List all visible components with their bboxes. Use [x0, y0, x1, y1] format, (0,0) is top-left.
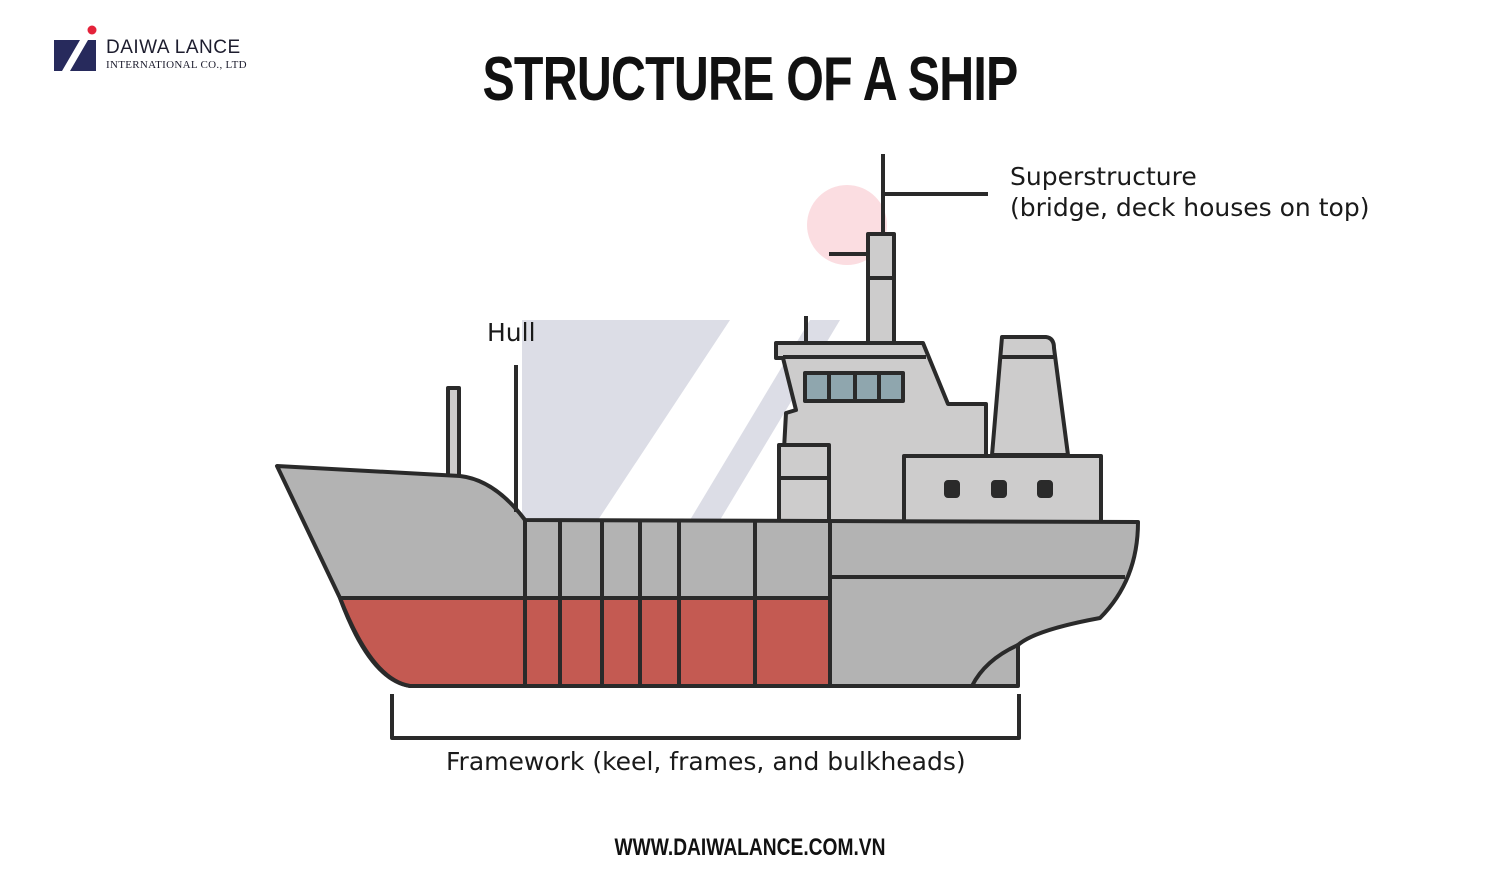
logo-subtitle: INTERNATIONAL CO., LTD: [106, 59, 247, 71]
lower-hull: [338, 596, 832, 688]
bow-mast: [446, 386, 461, 478]
daiwa-lance-logo-icon: [54, 25, 97, 71]
porthole: [991, 480, 1007, 498]
hull: [275, 464, 1140, 688]
bulkheads: [523, 520, 757, 686]
page-title: STRUCTURE OF A SHIP: [482, 45, 1018, 114]
framework-label: Framework (keel, frames, and bulkheads): [446, 747, 966, 776]
website-url: WWW.DAIWALANCE.COM.VN: [614, 834, 886, 861]
framework-bracket: [390, 694, 1021, 740]
logo-name: DAIWA LANCE: [106, 37, 241, 58]
hull-label: Hull: [487, 318, 536, 347]
deckhouse: [902, 454, 1103, 524]
funnel: [990, 335, 1070, 457]
porthole: [944, 480, 960, 498]
bridge: [774, 341, 988, 524]
superstructure-description: (bridge, deck houses on top): [1010, 193, 1370, 222]
superstructure-label: Superstructure: [1010, 162, 1197, 191]
porthole: [1037, 480, 1053, 498]
